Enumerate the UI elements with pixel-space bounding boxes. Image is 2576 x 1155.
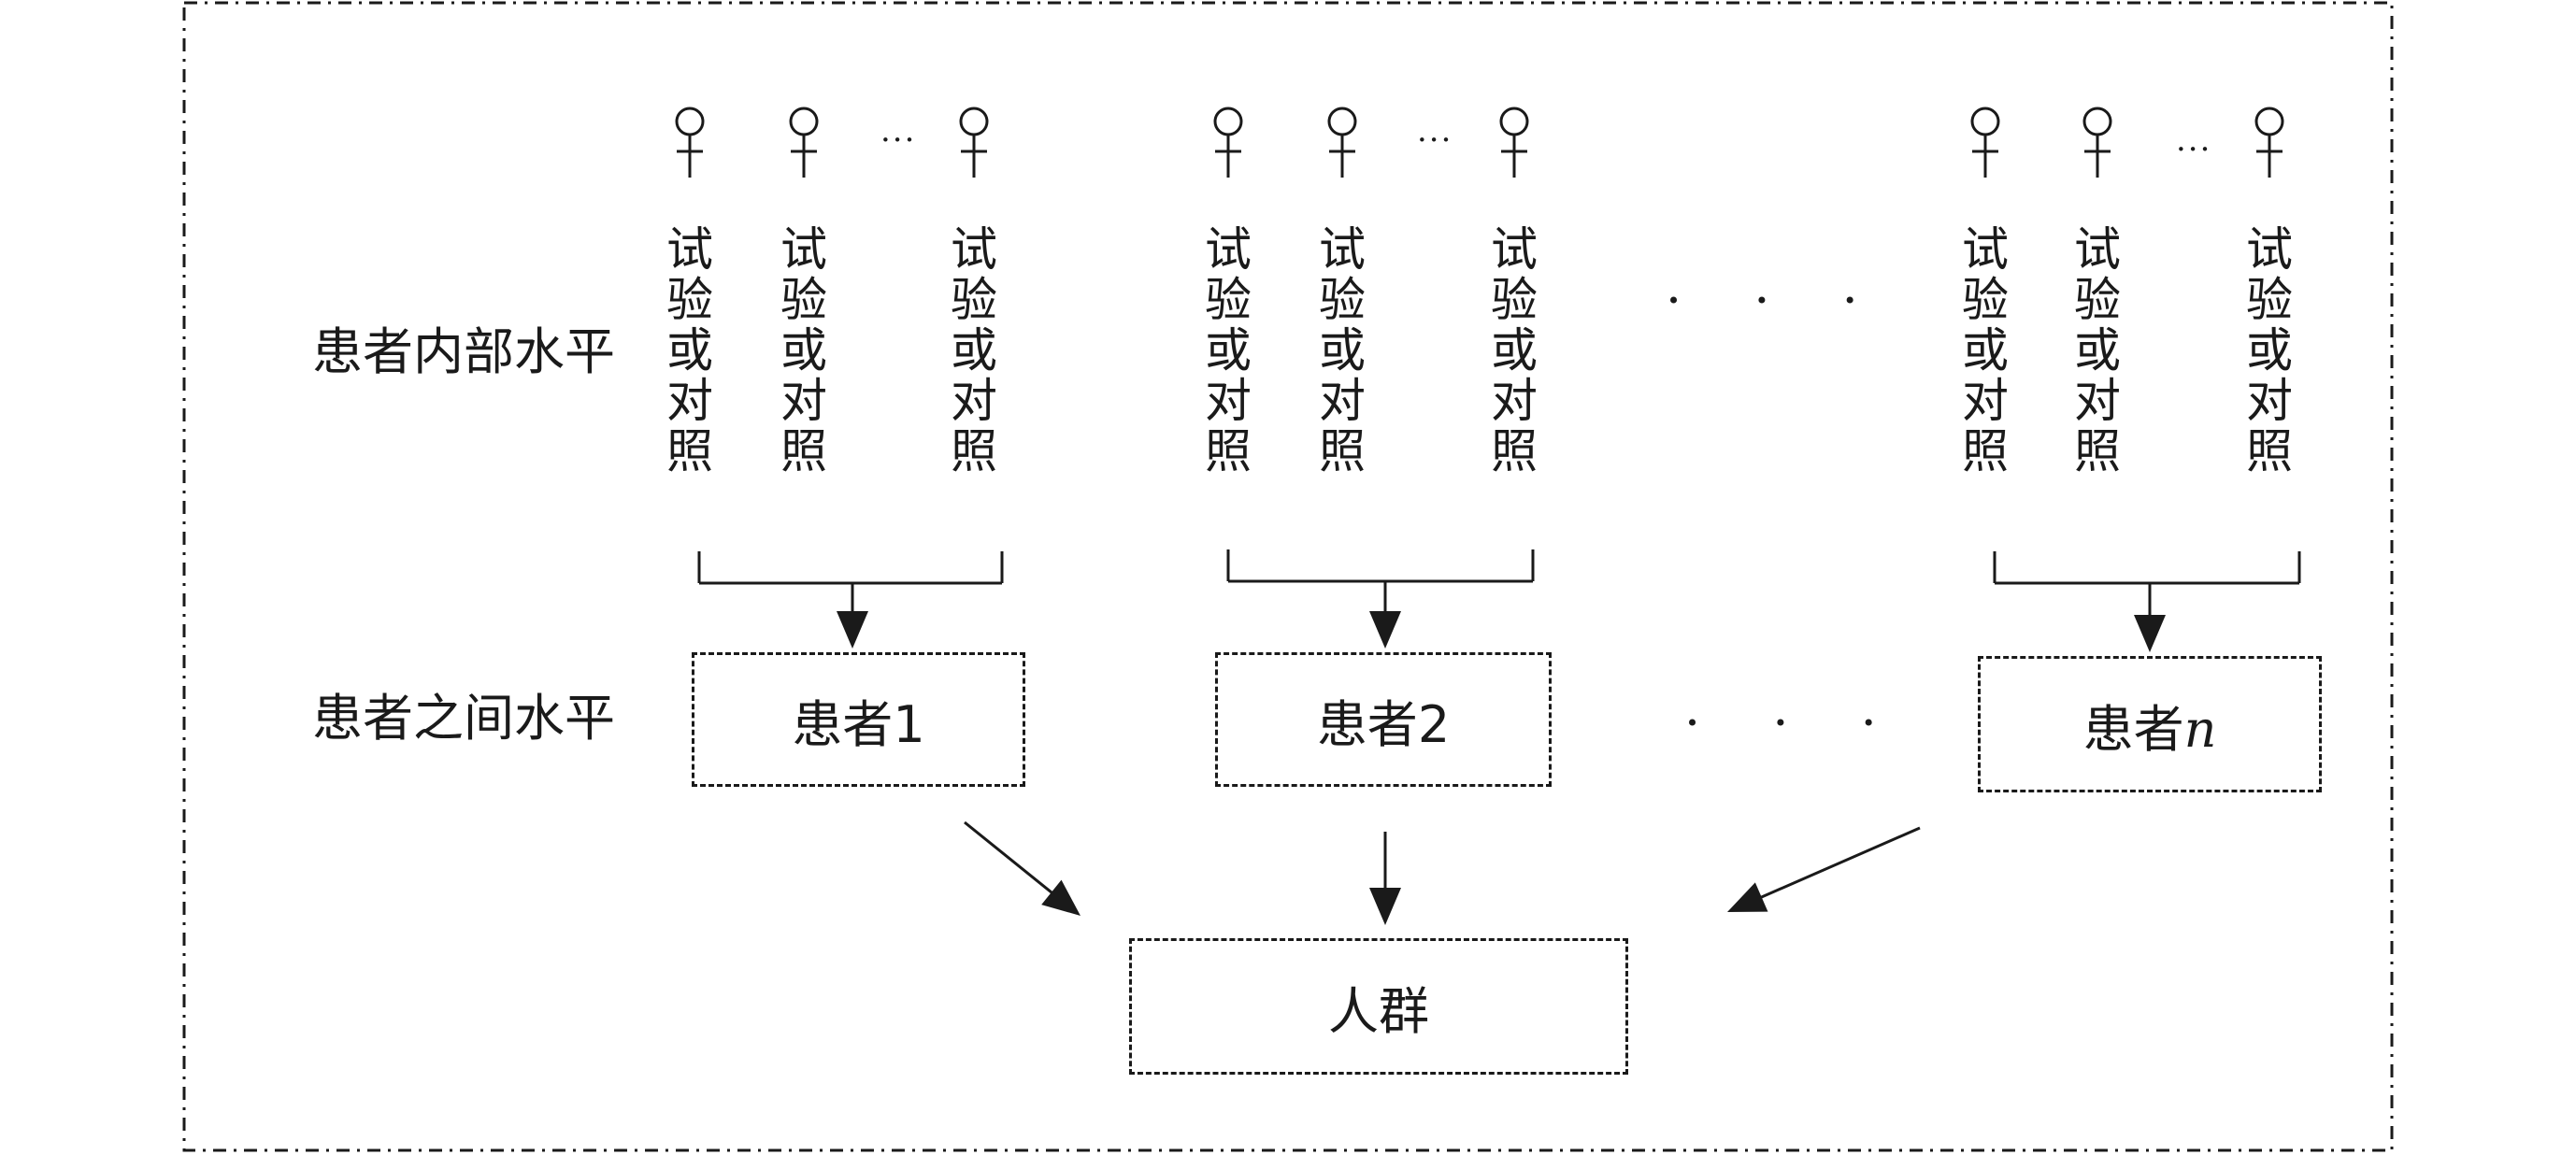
patient-1-box: 患者1 <box>692 652 1025 787</box>
group-1-col-1-char-3: 或 <box>666 323 713 378</box>
group-1-col-2-char-1: 试 <box>780 222 827 277</box>
group-1-col-3-female-icon-circle <box>959 107 989 136</box>
group-2-col-2-char-3: 或 <box>1319 323 1366 378</box>
group-1-col-3-char-5: 照 <box>951 424 997 478</box>
group-2-col-3-char-3: 或 <box>1491 323 1538 378</box>
group-3-col-3-char-1: 试 <box>2246 222 2293 277</box>
group-1-col-2-char-3: 或 <box>780 323 827 378</box>
patient-2-label: 患者2 <box>1316 694 1451 754</box>
between-patient-level-label: 患者之间水平 <box>312 689 615 748</box>
group-1-col-3-char-4: 对 <box>951 374 997 428</box>
patient-3-to-population-shaft <box>1752 826 1921 903</box>
group-2-col-1-trial-or-control: 试验或对照 <box>1200 224 1256 477</box>
group-1-col-1-female-icon-circle <box>675 107 705 136</box>
outer-frame <box>182 1 2394 1152</box>
group-2-col-2-char-5: 照 <box>1319 424 1366 478</box>
patient-1-to-population-shaft <box>964 820 1060 900</box>
patient-2-box: 患者2 <box>1215 652 1552 787</box>
group-1-col-3-trial-or-control: 试验或对照 <box>946 224 1002 477</box>
group-2-col-1-char-1: 试 <box>1205 222 1252 277</box>
population-box: 人群 <box>1129 938 1628 1075</box>
group-1-col-3-char-3: 或 <box>951 323 997 378</box>
group-3-col-1-char-3: 或 <box>1962 323 2009 378</box>
patient-n-box: 患者n <box>1978 656 2322 792</box>
group-1-col-1-char-5: 照 <box>666 424 713 478</box>
group-3-col-2-trial-or-control: 试验或对照 <box>2069 224 2125 477</box>
group-3-col-2-char-4: 对 <box>2074 374 2121 428</box>
group-ellipsis-middle: · · · <box>1684 693 1905 752</box>
group-3-col-1-char-2: 验 <box>1962 273 2009 327</box>
icon-ellipsis-group-2: ··· <box>1417 121 1453 159</box>
group-3-col-1-char-5: 照 <box>1962 424 2009 478</box>
group-2-col-1-char-5: 照 <box>1205 424 1252 478</box>
group-1-col-2-trial-or-control: 试验或对照 <box>776 224 832 477</box>
group-2-col-2-char-2: 验 <box>1319 273 1366 327</box>
group-3-col-2-female-icon-circle <box>2082 107 2112 136</box>
group-3-col-2-char-3: 或 <box>2074 323 2121 378</box>
patient-3-to-population-head <box>1727 882 1768 912</box>
group-1-col-2-char-2: 验 <box>780 273 827 327</box>
group-3-col-1-char-1: 试 <box>1962 222 2009 277</box>
patient-2-to-population-head <box>1369 888 1401 925</box>
group-3-col-3-char-2: 验 <box>2246 273 2293 327</box>
group-2-col-1-char-2: 验 <box>1205 273 1252 327</box>
icon-ellipsis-group-1: ··· <box>880 121 917 159</box>
group-1-col-2-female-icon-circle <box>789 107 819 136</box>
group-3-col-3-char-5: 照 <box>2246 424 2293 478</box>
icon-ellipsis-group-3: ··· <box>2176 131 2212 168</box>
group-2-col-2-char-1: 试 <box>1319 222 1366 277</box>
bracket-2-arrow-head <box>1369 611 1401 649</box>
group-2-col-3-char-2: 验 <box>1491 273 1538 327</box>
group-3-col-2-char-2: 验 <box>2074 273 2121 327</box>
group-3-col-1-female-icon-circle <box>1970 107 2000 136</box>
group-3-col-3-char-3: 或 <box>2246 323 2293 378</box>
group-3-col-2-char-5: 照 <box>2074 424 2121 478</box>
group-3-col-2-char-1: 试 <box>2074 222 2121 277</box>
group-3-col-3-trial-or-control: 试验或对照 <box>2241 224 2297 477</box>
bracket-1-arrow-head <box>837 611 868 649</box>
group-1-col-1-trial-or-control: 试验或对照 <box>662 224 718 477</box>
group-2-col-3-char-4: 对 <box>1491 374 1538 428</box>
group-2-col-1-female-icon-circle <box>1213 107 1243 136</box>
group-1-col-1-char-4: 对 <box>666 374 713 428</box>
patient-1-to-population-head <box>1041 879 1080 916</box>
group-2-col-1-char-4: 对 <box>1205 374 1252 428</box>
group-2-col-2-trial-or-control: 试验或对照 <box>1314 224 1370 477</box>
group-2-col-2-char-4: 对 <box>1319 374 1366 428</box>
group-3-col-3-char-4: 对 <box>2246 374 2293 428</box>
group-1-col-1-char-1: 试 <box>666 222 713 277</box>
group-1-col-2-char-5: 照 <box>780 424 827 478</box>
patient-1-label: 患者1 <box>792 694 925 754</box>
group-3-col-1-trial-or-control: 试验或对照 <box>1957 224 2013 477</box>
patient-n-label: 患者n <box>2082 699 2217 759</box>
group-3-col-3-female-icon-circle <box>2254 107 2284 136</box>
group-ellipsis-top: · · · <box>1666 271 1886 330</box>
group-2-col-3-trial-or-control: 试验或对照 <box>1486 224 1542 477</box>
group-1-col-2-char-4: 对 <box>780 374 827 428</box>
population-label: 人群 <box>1328 981 1429 1041</box>
group-2-col-3-char-1: 试 <box>1491 222 1538 277</box>
group-3-col-1-char-4: 对 <box>1962 374 2009 428</box>
group-2-col-1-char-3: 或 <box>1205 323 1252 378</box>
group-2-col-3-char-5: 照 <box>1491 424 1538 478</box>
group-1-col-3-char-2: 验 <box>951 273 997 327</box>
group-1-col-3-char-1: 试 <box>951 222 997 277</box>
group-2-col-3-female-icon-circle <box>1499 107 1529 136</box>
bracket-3-arrow-head <box>2134 615 2166 652</box>
group-1-col-1-char-2: 验 <box>666 273 713 327</box>
group-2-col-2-female-icon-circle <box>1327 107 1357 136</box>
within-patient-level-label: 患者内部水平 <box>312 322 615 381</box>
